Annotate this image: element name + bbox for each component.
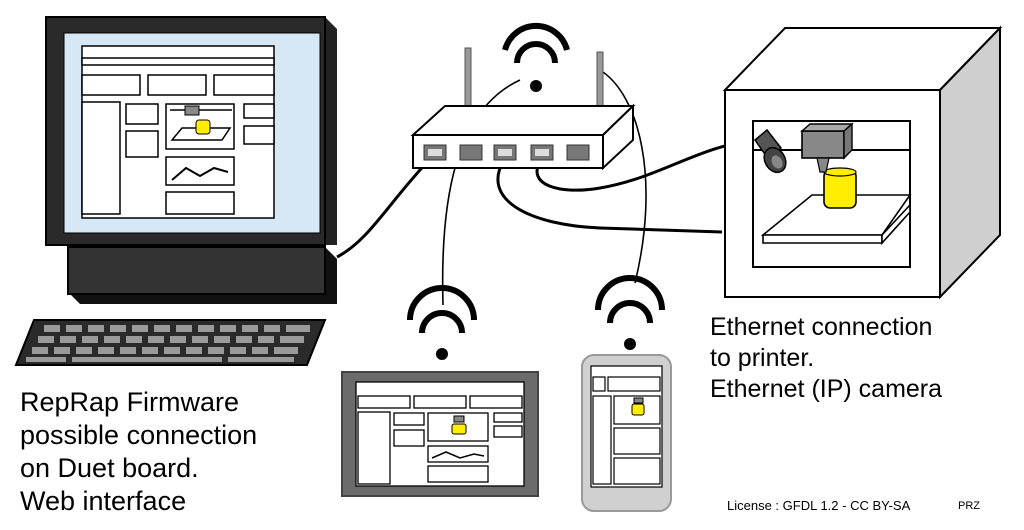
router-port-2 (459, 144, 483, 161)
duet-caption-line-4: Web interface (20, 486, 187, 516)
cables (336, 138, 758, 259)
printer-caption-line-2: to printer. (710, 344, 815, 372)
3d-printer (722, 25, 1003, 300)
tablet-screen-mockup (355, 381, 525, 487)
router-top (410, 105, 636, 136)
tablet-wifi-icon (407, 285, 477, 360)
author-initials: PRZ (958, 500, 980, 512)
tablet (341, 371, 539, 497)
router-port-5 (566, 144, 590, 161)
printer-caption-line-3: Ethernet (IP) camera (710, 375, 943, 403)
phone-screen-mockup (590, 365, 663, 488)
keyboard-keys (26, 325, 310, 362)
router-wifi-icon (502, 22, 570, 92)
printer-ethernet-cable (496, 159, 723, 234)
smartphone (581, 354, 672, 512)
router (410, 47, 636, 171)
computer-ethernet-cable (336, 154, 435, 259)
printer-caption: Ethernet connection to printer. Ethernet… (710, 312, 942, 405)
phone-wifi-icon (595, 275, 665, 350)
duet-caption-line-3: on Duet board. (20, 453, 199, 483)
desktop-computer (14, 16, 337, 366)
camera-ethernet-cable (535, 138, 758, 192)
mini-printer (170, 105, 232, 141)
computer-case (67, 246, 326, 295)
duet-caption-line-1: RepRap Firmware (20, 387, 240, 417)
temperature-graph (171, 166, 229, 181)
duet-caption-line-2: possible connection (20, 420, 258, 450)
print-head (801, 130, 845, 159)
nozzle (816, 157, 830, 173)
ip-camera-icon (753, 128, 787, 174)
license-text: License : GFDL 1.2 - CC BY-SA (727, 498, 911, 513)
phone-wifi-link (599, 69, 647, 284)
printer-caption-line-1: Ethernet connection (710, 313, 933, 341)
duet-caption: RepRap Firmware possible connection on D… (20, 386, 257, 518)
